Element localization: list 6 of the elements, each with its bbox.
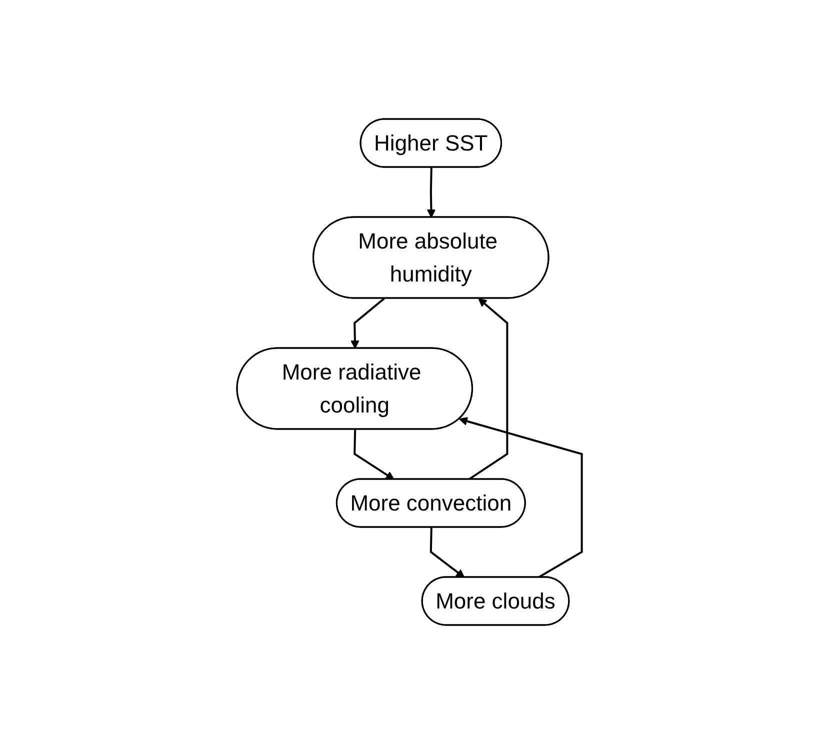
arrow	[468, 298, 508, 480]
arrow	[350, 298, 385, 349]
arrow	[426, 167, 436, 218]
arrow	[354, 429, 395, 480]
arrow	[459, 417, 583, 578]
arrow	[430, 527, 465, 578]
